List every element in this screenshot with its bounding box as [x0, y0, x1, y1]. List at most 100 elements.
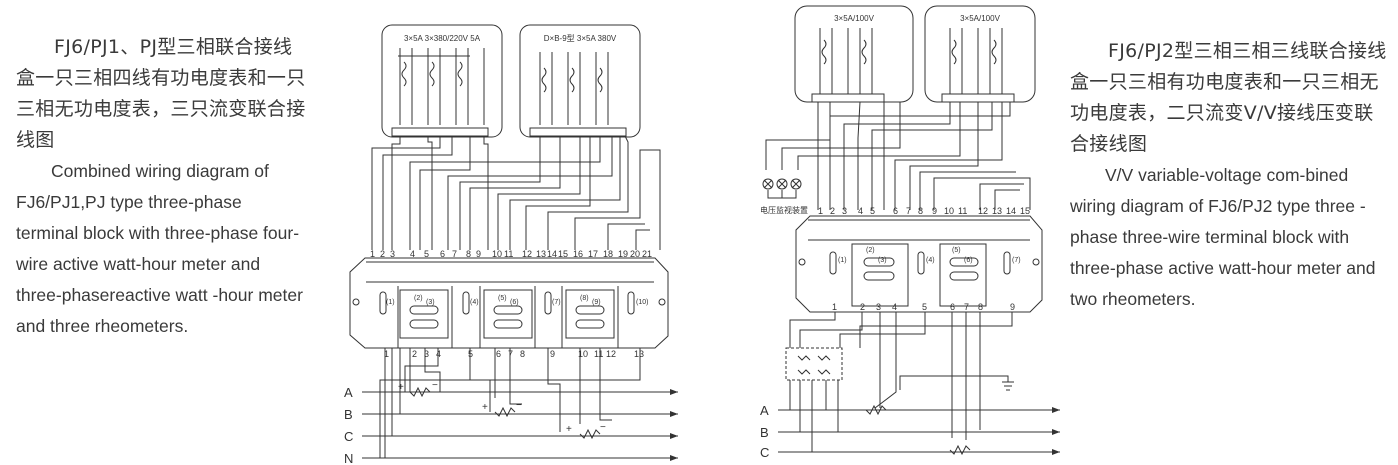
left-ct-polarity: + − + − + −: [398, 380, 606, 435]
left-tnum: 14: [547, 249, 557, 259]
right-tnum: 1: [818, 206, 823, 216]
right-caption-en: V/V variable-voltage com-bined wiring di…: [1070, 165, 1376, 309]
left-tnum: 9: [476, 249, 481, 259]
ct-plus: +: [398, 382, 404, 393]
right-voltage-transformer: [785, 347, 1014, 391]
left-switch-labels: (1) (2) (3) (4) (5) (6) (7) (8) (9) (10): [386, 295, 648, 306]
right-tnum: 11: [958, 206, 967, 216]
left-bnum: 11: [594, 349, 603, 359]
left-tnum: 18: [603, 249, 613, 259]
left-bnum: 13: [634, 349, 644, 359]
left-tnum: 15: [558, 249, 568, 259]
right-switch-label: (3): [878, 257, 887, 264]
left-meter-1-label: 3×5A 3×380/220V 5A: [404, 34, 481, 43]
right-bus-lines: [778, 407, 1060, 455]
left-switch-label: (6): [510, 299, 519, 306]
right-switch-label: (7): [1012, 257, 1021, 264]
left-bnum: 5: [468, 349, 473, 359]
left-bnum: 2: [412, 349, 417, 359]
right-diagram: 3×5A/100V 3×5A/100V 电压监视装置: [760, 5, 1060, 456]
right-wires: [817, 101, 1031, 210]
left-meter-1: [381, 24, 503, 138]
left-switch-modules: [379, 286, 635, 348]
right-tnum: 13: [992, 206, 1002, 216]
left-bus-c: C: [344, 429, 353, 444]
right-tnum: 15: [1020, 206, 1030, 216]
left-tnum: 10: [492, 249, 502, 259]
right-monitor-label: 电压监视装置: [760, 205, 808, 215]
right-switch-modules: [808, 219, 1030, 307]
left-bnum: 7: [508, 349, 513, 359]
right-tnum: 12: [978, 206, 988, 216]
left-bus-n: N: [344, 451, 353, 465]
right-tnum: 7: [906, 206, 911, 216]
left-tnum: 8: [466, 249, 471, 259]
ct-plus: +: [566, 424, 572, 435]
right-tnum: 8: [918, 206, 923, 216]
left-switch-label: (2): [414, 295, 423, 302]
left-tnum: 1: [370, 249, 375, 259]
ct-minus: −: [516, 400, 522, 411]
right-bnum: 7: [964, 302, 969, 312]
left-switch-label: (3): [426, 299, 435, 306]
right-meter-1-label: 3×5A/100V: [834, 14, 874, 23]
left-tnum: 19: [618, 249, 628, 259]
left-caption-zh: FJ6/PJ1、PJ型三相联合接线盒一只三相四线有功电度表和一只三相无功电度表，…: [16, 36, 306, 151]
left-tnum: 16: [573, 249, 583, 259]
left-bottom-terminal-numbers: 1 2 3 4 5 6 7 8 9 10 11 12 13: [384, 349, 644, 359]
left-bnum: 1: [384, 349, 389, 359]
right-switch-label: (6): [964, 257, 973, 264]
left-top-terminal-numbers: 1 2 3 4 5 6 7 8 9 10 11 12 13 14 15 16 1…: [370, 249, 652, 259]
right-tnum: 9: [932, 206, 937, 216]
ct-plus: +: [482, 402, 488, 413]
right-lower-wires: [789, 312, 1013, 452]
left-tnum: 3: [390, 249, 395, 259]
left-bnum: 8: [520, 349, 525, 359]
left-tnum: 13: [536, 249, 546, 259]
left-tnum: 7: [452, 249, 457, 259]
right-switch-label: (2): [866, 247, 875, 254]
left-diagram: 3×5A 3×380/220V 5A D×B-9型 3×5A 380V: [349, 24, 678, 461]
right-tnum: 4: [858, 206, 863, 216]
left-bnum: 4: [436, 349, 441, 359]
left-bus-labels: A B C N: [344, 385, 353, 465]
right-switch-label: (4): [926, 257, 935, 264]
left-tnum: 6: [440, 249, 445, 259]
right-bottom-terminal-numbers: 1 2 3 4 5 6 7 8 9: [832, 302, 1015, 312]
left-switch-label: (1): [386, 299, 395, 306]
right-bnum: 5: [922, 302, 927, 312]
ct-minus: −: [600, 422, 606, 433]
right-current-transformers: [865, 404, 971, 456]
left-switch-label: (9): [592, 299, 601, 306]
right-bus-a: A: [760, 403, 769, 418]
left-top-screws: [366, 261, 654, 283]
ct-minus: −: [432, 380, 438, 391]
left-meter-2-coils: [539, 52, 609, 125]
left-bnum: 12: [606, 349, 616, 359]
right-top-terminal-numbers: 1 2 3 4 5 6 7 8 9 10 11 12 13 14 15: [818, 206, 1030, 216]
right-switch-label: (5): [952, 247, 961, 254]
right-bnum: 9: [1010, 302, 1015, 312]
right-tnum: 10: [944, 206, 954, 216]
right-caption-zh: FJ6/PJ2型三相三相三线联合接线盒一只三相有功电度表和一只三相无功电度表，二…: [1070, 40, 1387, 155]
left-switch-label: (10): [636, 299, 648, 306]
right-tnum: 3: [842, 206, 847, 216]
right-bnum: 1: [832, 302, 837, 312]
left-tnum: 2: [380, 249, 385, 259]
right-terminal-block: [795, 215, 1043, 313]
left-tnum: 12: [522, 249, 532, 259]
left-switch-label: (5): [498, 295, 507, 302]
left-bnum: 9: [550, 349, 555, 359]
left-switch-label: (7): [552, 299, 561, 306]
right-tnum: 14: [1006, 206, 1016, 216]
left-caption-en: Combined wiring diagram of FJ6/PJ1,PJ ty…: [16, 161, 303, 336]
left-tnum: 20: [630, 249, 640, 259]
left-tnum: 5: [424, 249, 429, 259]
right-tnum: 5: [870, 206, 875, 216]
left-tnum: 17: [588, 249, 598, 259]
left-switch-label: (8): [580, 295, 589, 302]
left-meter-terminals: [391, 127, 627, 137]
right-meter-coils: [811, 28, 1015, 103]
right-bnum: 2: [860, 302, 865, 312]
